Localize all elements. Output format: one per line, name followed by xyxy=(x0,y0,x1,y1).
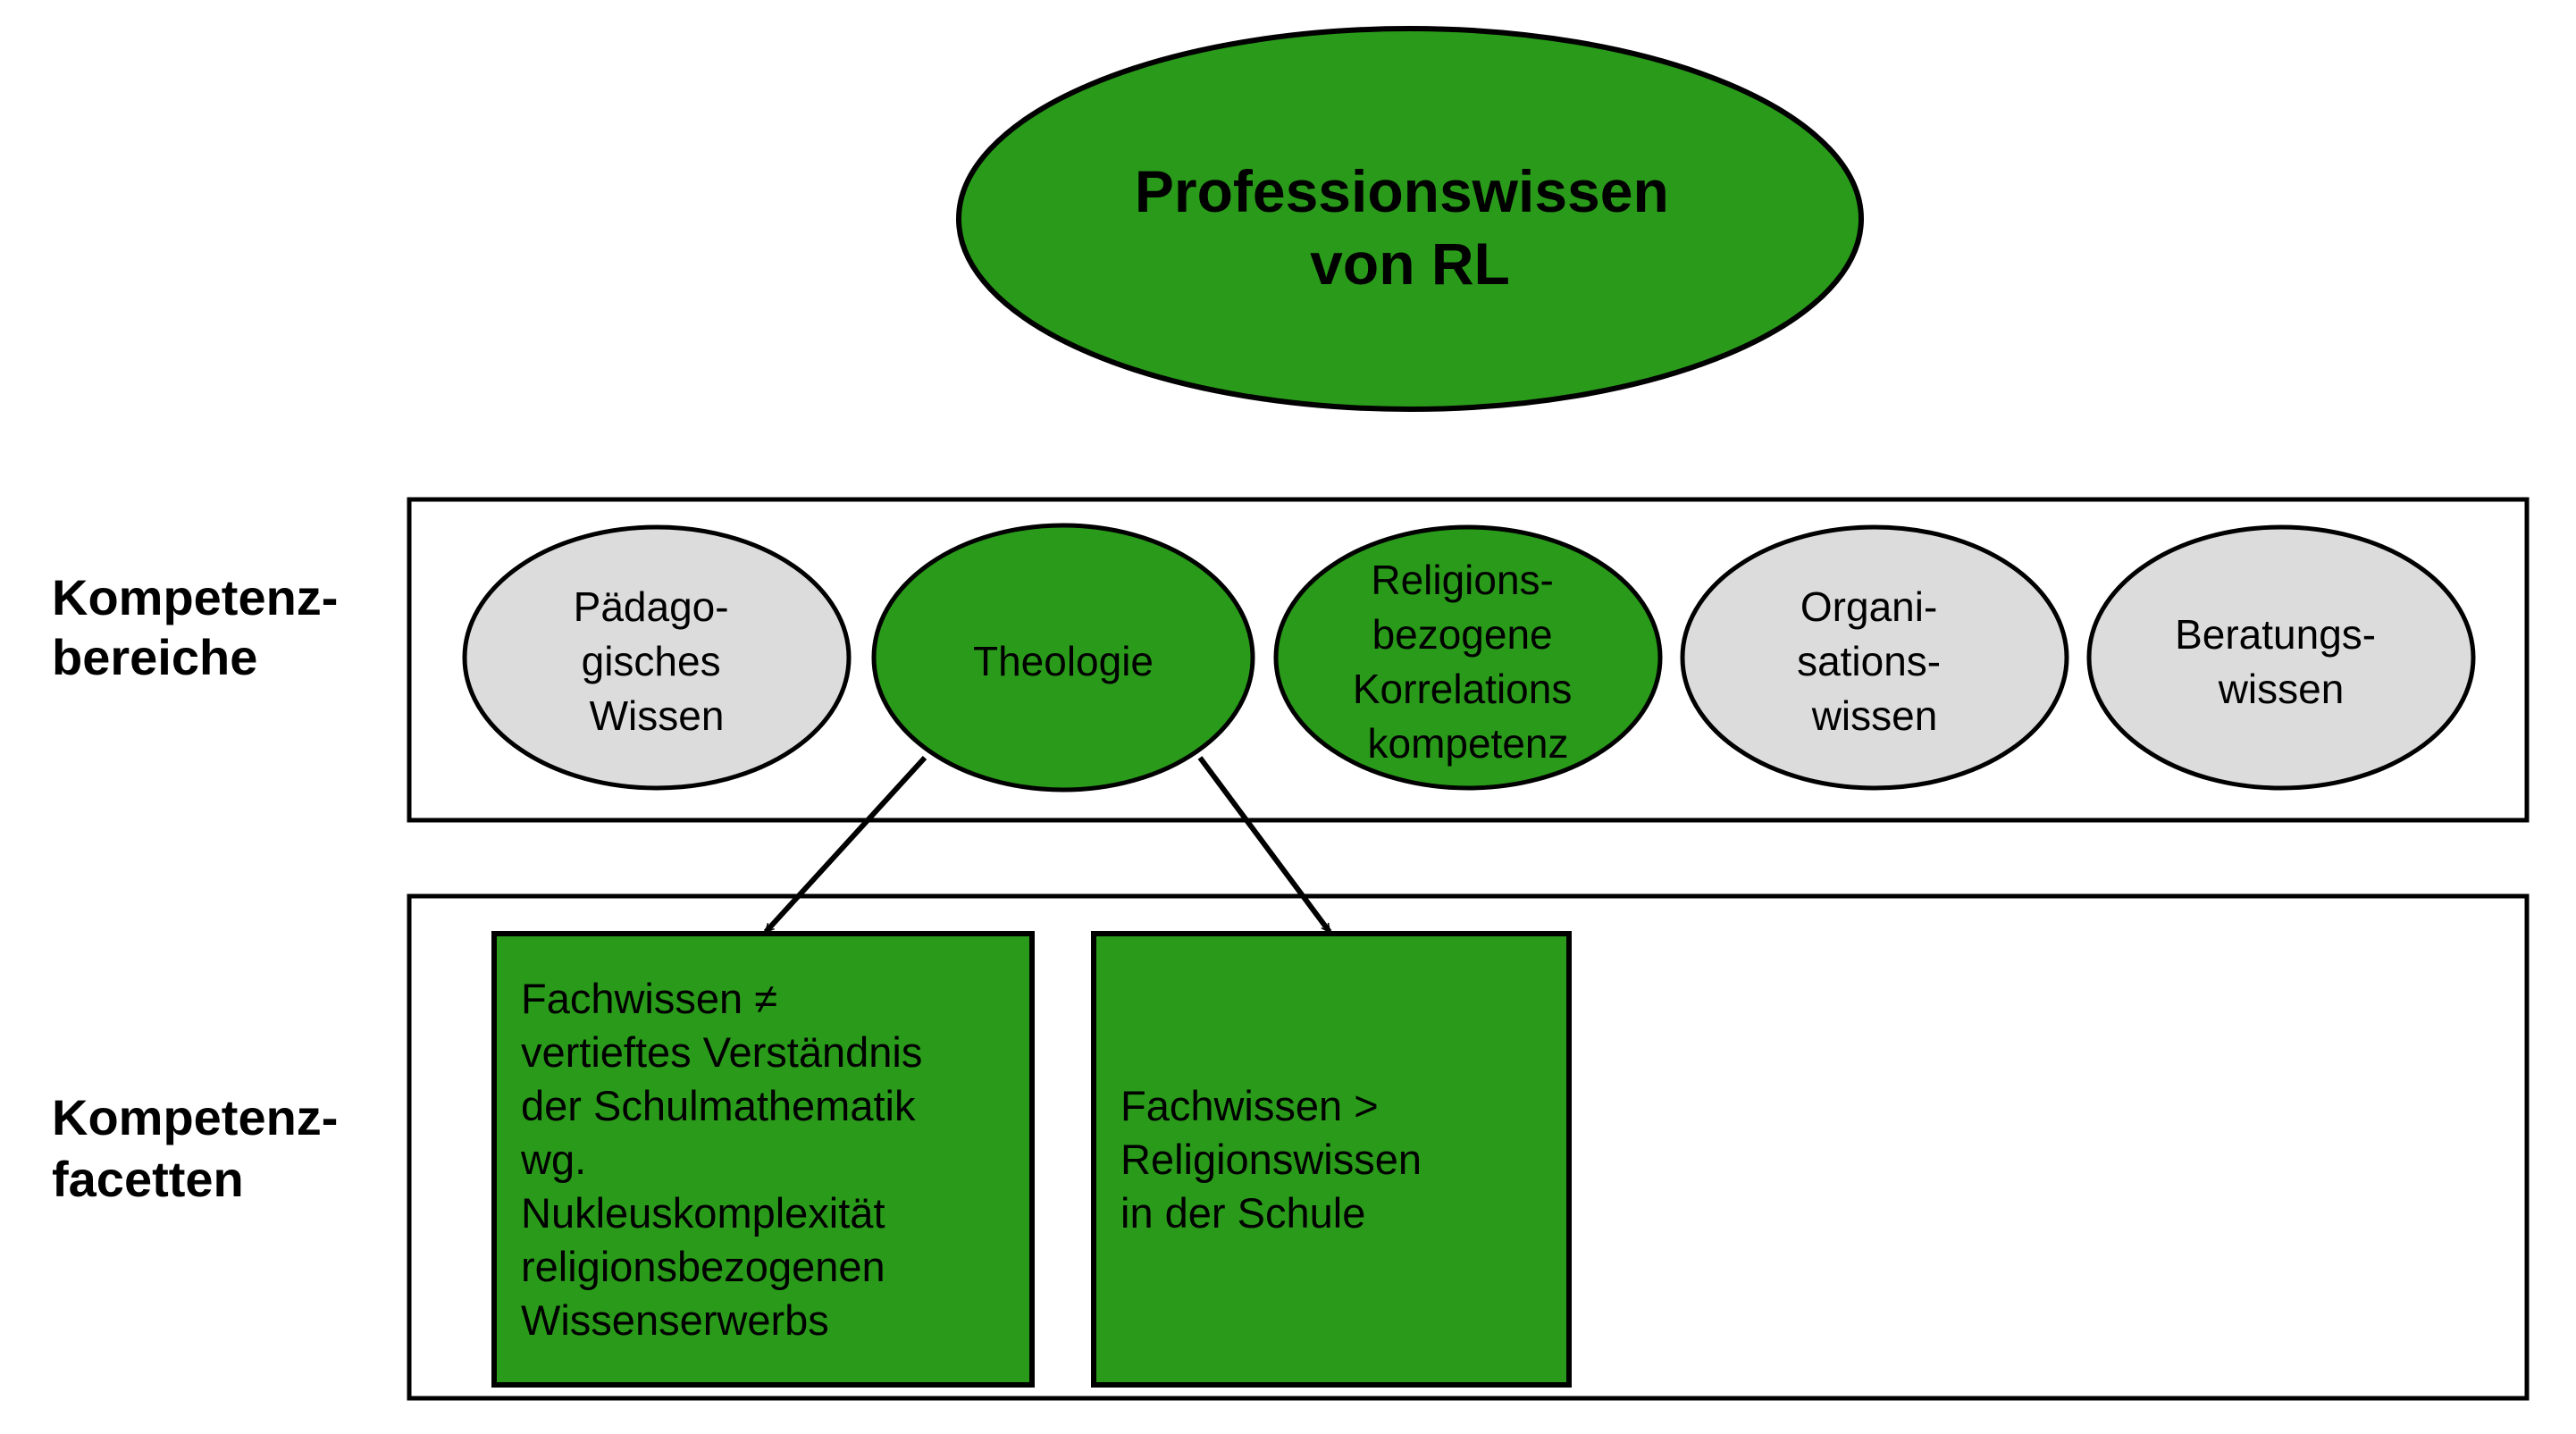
area-label: Beratungs- wissen xyxy=(2175,611,2387,712)
area-label: Theologie xyxy=(973,638,1154,684)
facet-line: Nukleuskomplexität xyxy=(521,1189,885,1237)
facet-fachwissen-schulmathematik: Fachwissen ≠ vertieftes Verständnis der … xyxy=(491,931,1035,1388)
title-text: Professionswissen von RL xyxy=(1135,158,1685,297)
facet-fachwissen-religionswissen: Fachwissen > Religionswissen in der Schu… xyxy=(1091,931,1572,1388)
facet-line: Fachwissen > xyxy=(1120,1082,1379,1129)
facet-line: vertieftes Verständnis xyxy=(521,1028,922,1076)
facet-line: religionsbezogenen xyxy=(521,1243,885,1290)
area-label: Pädago- gisches Wissen xyxy=(574,583,741,739)
label-facetten-line-1: Kompetenz- xyxy=(52,1089,338,1145)
area-ellipse xyxy=(462,524,852,791)
label-kompetenzfacetten: Kompetenz- facetten xyxy=(52,1089,352,1207)
area-line: bezogene xyxy=(1372,611,1553,658)
area-line: Pädago- xyxy=(574,583,729,630)
area-label: Organi- sations- wissen xyxy=(1797,583,1952,739)
facet-box xyxy=(491,931,1035,1388)
label-kompetenzbereiche: Kompetenz- bereiche xyxy=(52,569,352,685)
area-line: wissen xyxy=(1811,692,1938,739)
area-beratungswissen: Beratungs- wissen xyxy=(2086,524,2476,791)
label-facetten-line-2: facetten xyxy=(52,1151,244,1207)
area-line: sations- xyxy=(1797,638,1941,684)
area-line: Wissen xyxy=(590,692,725,739)
areas-container xyxy=(407,497,2530,823)
label-bereiche-line-1: Kompetenz- xyxy=(52,569,338,625)
facet-line: Fachwissen ≠ xyxy=(521,975,777,1022)
area-paedagogisches-wissen: Pädago- gisches Wissen xyxy=(462,524,852,791)
area-line: Beratungs- xyxy=(2175,611,2376,658)
area-organisationswissen: Organi- sations- wissen xyxy=(1680,524,2069,791)
arrow-to-facet-1 xyxy=(763,755,927,935)
facet-line: in der Schule xyxy=(1120,1189,1365,1237)
area-ellipse xyxy=(871,523,1255,792)
area-line: kompetenz xyxy=(1367,720,1568,767)
area-line: Theologie xyxy=(973,638,1154,684)
area-line: wissen xyxy=(2218,666,2345,712)
facet-line: Religionswissen xyxy=(1120,1136,1422,1183)
area-line: gisches xyxy=(582,638,721,684)
title-line-1: Professionswissen xyxy=(1135,158,1669,224)
facet-line: der Schulmathematik xyxy=(521,1082,916,1129)
area-ellipse xyxy=(1273,524,1663,791)
area-ellipse xyxy=(1680,524,2069,791)
area-line: Religions- xyxy=(1371,557,1554,603)
area-ellipse xyxy=(2086,524,2476,791)
arrow-to-facet-2 xyxy=(1197,756,1332,932)
area-line: Organi- xyxy=(1800,583,1937,630)
facet-line: wg. xyxy=(520,1136,586,1183)
facet-box xyxy=(1091,931,1572,1388)
area-label: Religions- bezogene Korrelations kompete… xyxy=(1353,557,1583,767)
facet-label: Fachwissen > Religionswissen in der Schu… xyxy=(1120,1082,1433,1237)
label-bereiche-line-2: bereiche xyxy=(52,629,257,685)
area-line: Korrelations xyxy=(1353,666,1572,712)
title-line-2: von RL xyxy=(1310,231,1510,297)
facets-container xyxy=(407,893,2530,1401)
area-religionsbezogene-korrelationskompetenz: Religions- bezogene Korrelations kompete… xyxy=(1273,524,1663,791)
facet-line: Wissenserwerbs xyxy=(521,1296,829,1344)
area-theologie: Theologie xyxy=(871,523,1255,792)
title-ellipse xyxy=(956,26,1864,412)
facet-label: Fachwissen ≠ vertieftes Verständnis der … xyxy=(520,975,934,1344)
